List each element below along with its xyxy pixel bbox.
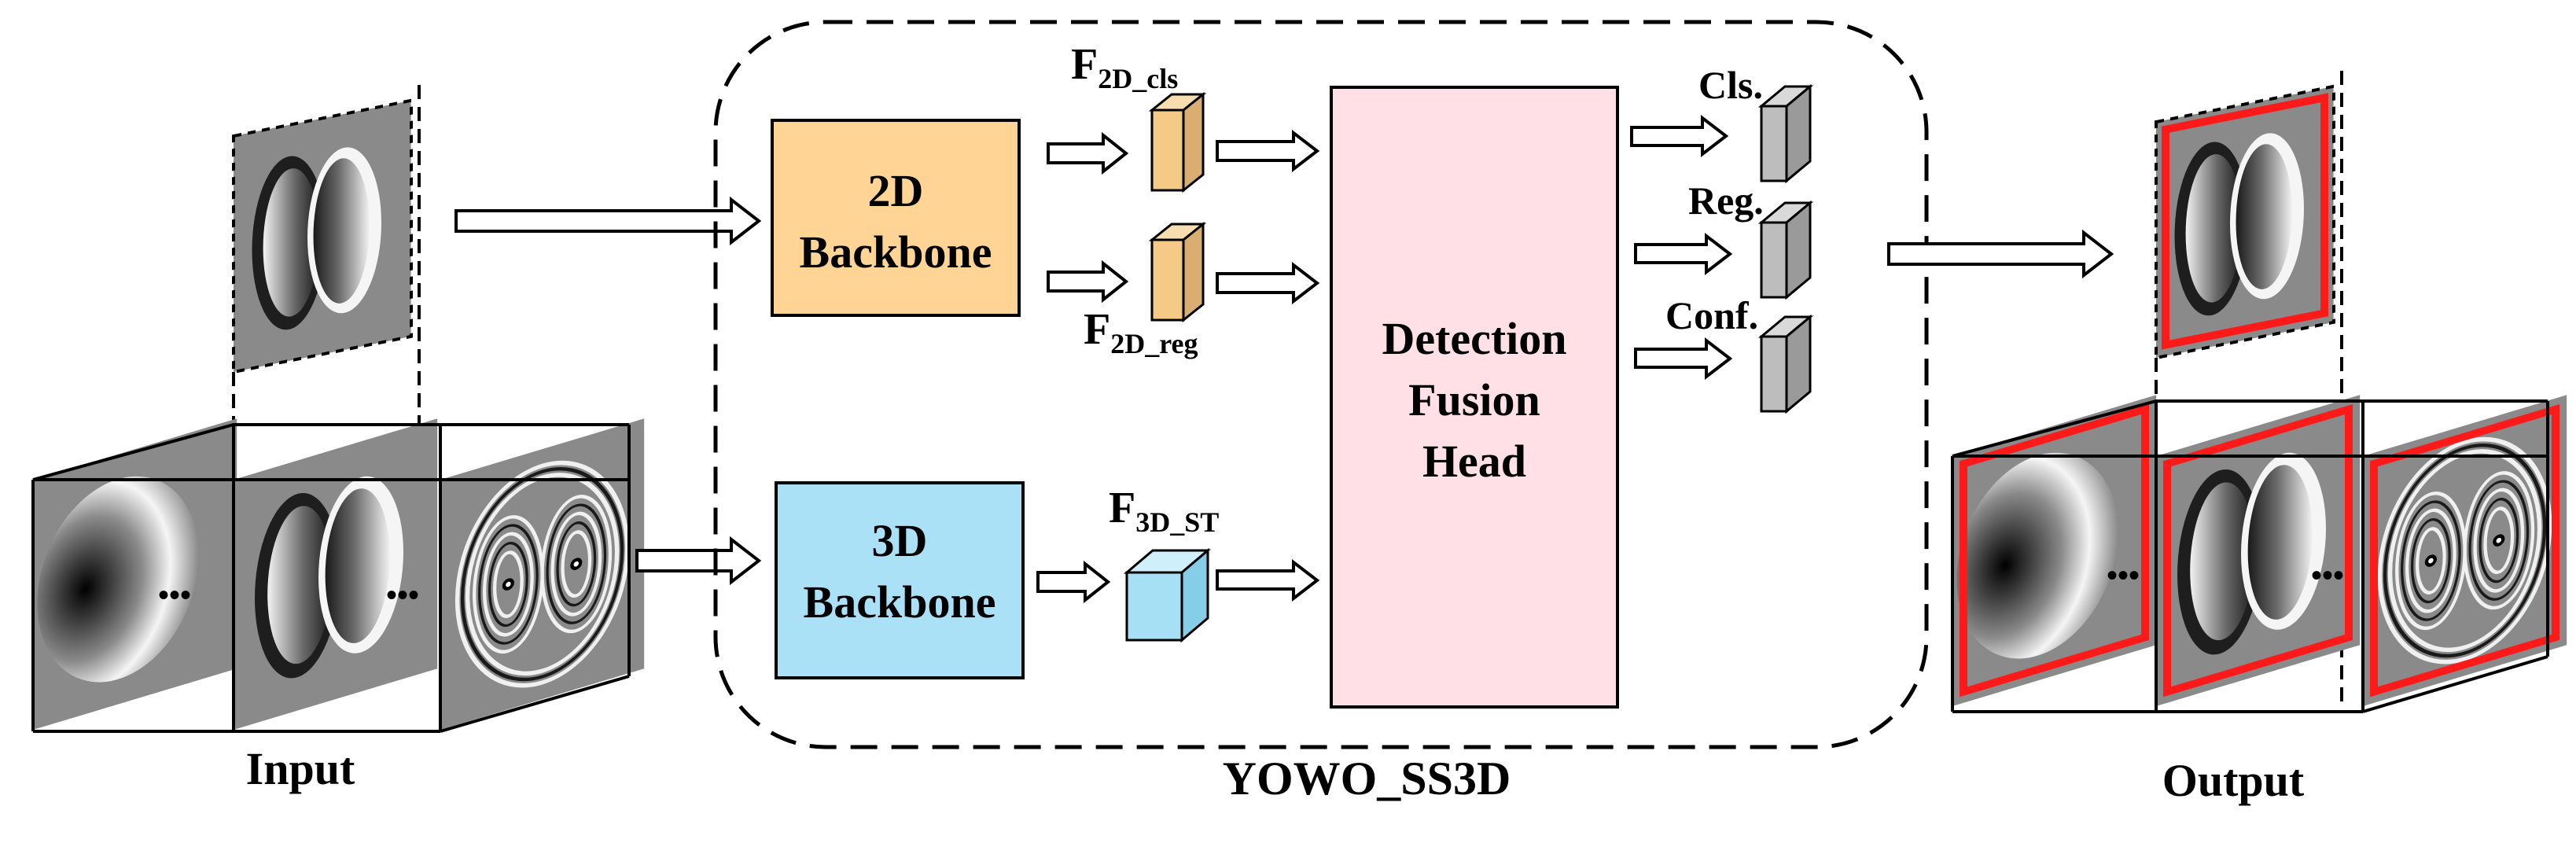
conf-label: Conf. [1665, 293, 1758, 337]
f2dcls-to-fusion-arrow [1216, 129, 1320, 173]
f3d-to-fusion-arrow [1216, 558, 1320, 602]
to-f2dreg-arrow [1047, 260, 1129, 304]
model-name-label: YOWO_SS3D [1223, 753, 1511, 804]
input-ellipsis-2: ••• [386, 577, 419, 613]
cls-label: Cls. [1698, 63, 1763, 107]
output-frame-2 [2156, 395, 2361, 706]
cls-output-cube [1757, 83, 1814, 184]
reg-output-cube [1757, 200, 1814, 300]
output-frame-stack: ••• ••• [1951, 71, 2567, 713]
detection-fusion-head-block: Detection Fusion Head [1330, 86, 1619, 709]
backbone-3d-label-line1: 3D [872, 515, 928, 566]
feature-2d-reg-cube [1148, 221, 1207, 323]
conf-output-cube [1757, 314, 1814, 414]
input-frame-2 [234, 418, 438, 730]
to-f2dcls-arrow [1047, 131, 1129, 175]
input-label: Input [246, 743, 355, 794]
to-cls-arrow [1630, 114, 1729, 158]
fusion-head-label-line2: Fusion [1408, 374, 1540, 425]
output-frame-1 [1952, 395, 2157, 706]
to-reg-arrow [1634, 232, 1733, 276]
svg-text:F3D_ST: F3D_ST [1109, 484, 1219, 538]
input-to-2d-arrow [454, 196, 762, 246]
input-frame-1 [33, 418, 237, 730]
backbone-3d-block: 3D Backbone [775, 481, 1025, 679]
input-elevated-frame [232, 98, 413, 374]
to-f3d-arrow [1036, 560, 1111, 604]
input-to-3d-arrow [635, 536, 762, 586]
feature-2d-cls-cube [1148, 91, 1207, 193]
output-ellipsis-1: ••• [2107, 558, 2140, 593]
svg-text:F2D_reg: F2D_reg [1084, 305, 1198, 359]
input-frame-3 [440, 418, 644, 730]
input-ellipsis-1: ••• [158, 577, 191, 613]
input-frame-stack: ••• ••• [31, 85, 644, 733]
feature-2d-cls-label: F2D_cls [1071, 40, 1178, 94]
yowo-ss3d-container [713, 20, 1929, 749]
to-output-arrow [1887, 229, 2114, 279]
output-ellipsis-2: ••• [2311, 558, 2344, 593]
output-label: Output [2162, 755, 2305, 806]
backbone-2d-block: 2D Backbone [771, 119, 1021, 317]
reg-label: Reg. [1688, 179, 1764, 223]
feature-3d-st-label: F3D_ST [1109, 484, 1219, 538]
output-elevated-frame [2155, 84, 2335, 360]
feature-3d-st-cube [1123, 547, 1212, 643]
f2dreg-to-fusion-arrow [1216, 261, 1320, 305]
backbone-2d-label-line2: Backbone [800, 226, 992, 278]
feature-2d-reg-label: F2D_reg [1084, 305, 1198, 359]
fusion-head-label-line1: Detection [1382, 313, 1566, 364]
to-conf-arrow [1634, 337, 1733, 381]
fusion-head-label-line3: Head [1422, 436, 1526, 487]
backbone-2d-label-line1: 2D [868, 165, 924, 216]
backbone-3d-label-line2: Backbone [804, 576, 996, 628]
output-frame-3 [2363, 395, 2567, 706]
svg-text:F2D_cls: F2D_cls [1071, 40, 1178, 94]
